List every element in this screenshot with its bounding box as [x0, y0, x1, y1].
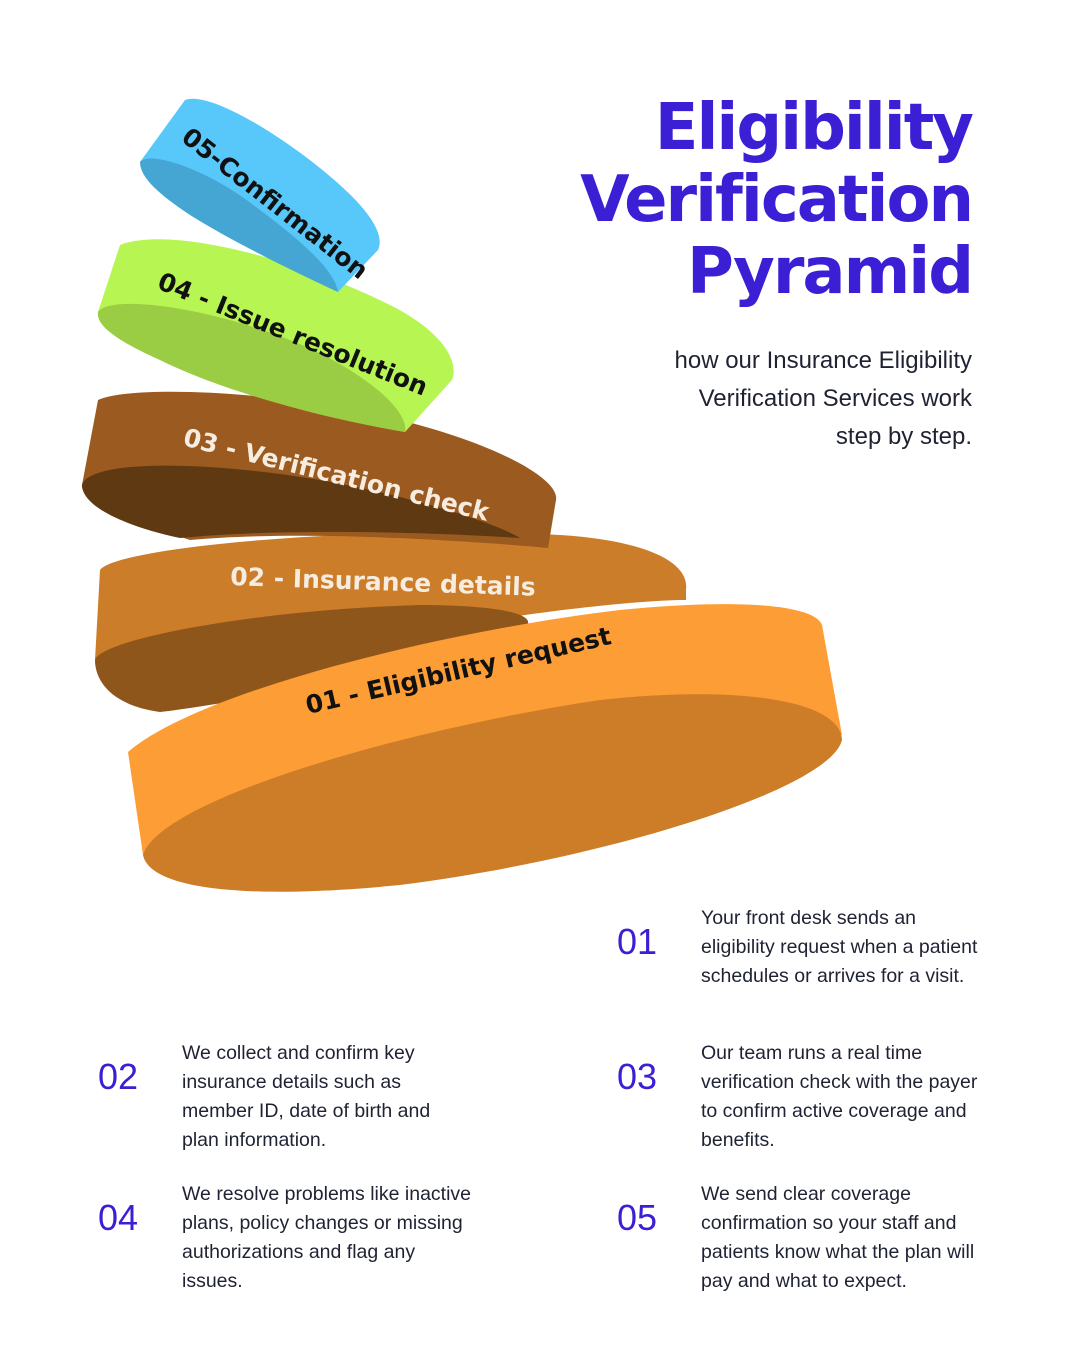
- pyramid-diagram: 05-Confirmation 04 - Issue resolution 03…: [81, 98, 842, 892]
- ring-02: [95, 532, 687, 712]
- ring-01: [128, 604, 842, 892]
- step-02: 02 We collect and confirm key insurance …: [98, 1039, 472, 1155]
- ring-04: [97, 239, 454, 432]
- step-05: 05 We send clear coverage confirmation s…: [617, 1180, 991, 1296]
- step-04: 04 We resolve problems like inactive pla…: [98, 1180, 472, 1296]
- page-title: Eligibility Verification Pyramid: [580, 91, 974, 309]
- step-description: We resolve problems like inactive plans,…: [182, 1183, 472, 1292]
- subtitle-line-1: how our Insurance Eligibility: [674, 347, 972, 374]
- title-line-3: Pyramid: [687, 235, 974, 309]
- ring-05: [140, 98, 380, 292]
- step-description: Our team runs a real time verification c…: [701, 1042, 978, 1151]
- step-number: 05: [617, 1197, 658, 1238]
- step-03: 03 Our team runs a real time verificatio…: [617, 1039, 991, 1155]
- step-number: 02: [98, 1056, 139, 1097]
- subtitle-line-2: Verification Services work: [698, 385, 972, 412]
- step-01: 01 Your front desk sends an eligibility …: [617, 904, 991, 991]
- title-line-1: Eligibility: [654, 91, 974, 165]
- subtitle-line-3: step by step.: [835, 423, 972, 450]
- step-number: 04: [98, 1197, 139, 1238]
- step-description: We collect and confirm key insurance det…: [182, 1042, 431, 1151]
- subtitle: how our Insurance Eligibility Verificati…: [612, 342, 972, 456]
- title-line-2: Verification: [580, 163, 974, 237]
- step-number: 03: [617, 1056, 658, 1097]
- step-number: 01: [617, 921, 658, 962]
- step-description: Your front desk sends an eligibility req…: [701, 907, 978, 987]
- ring-03: [81, 391, 557, 548]
- step-description: We send clear coverage confirmation so y…: [701, 1183, 975, 1292]
